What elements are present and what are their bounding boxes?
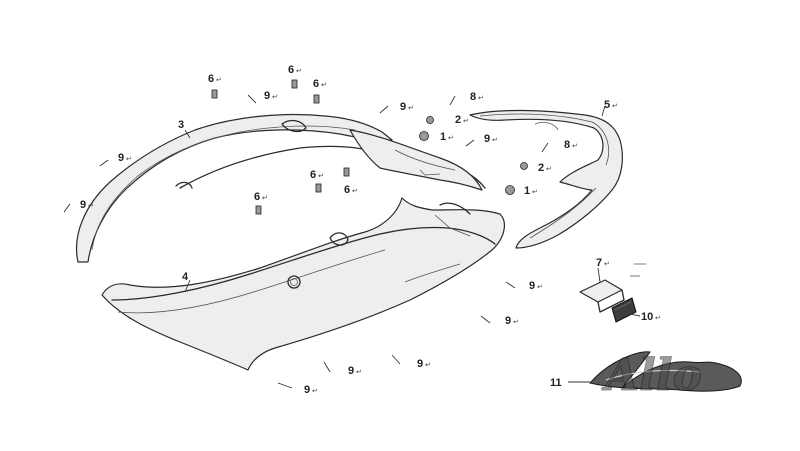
return-mark: ↵ <box>356 368 362 376</box>
callout-labels: 6 ↵ 9 ↵ 6 ↵ 6 ↵ 9 ↵ 8 ↵ 5 ↵ 3 2 ↵ 1 ↵ 9 … <box>80 64 661 396</box>
callout-6: 6 <box>254 191 260 203</box>
return-mark: ↵ <box>296 67 302 75</box>
return-mark: ↵ <box>546 165 552 173</box>
return-mark: ↵ <box>655 314 661 322</box>
callout-3: 3 <box>178 119 184 131</box>
return-mark: ↵ <box>318 172 324 180</box>
callout-7: 7 <box>596 257 602 269</box>
leader-lines <box>184 105 641 383</box>
return-mark: ↵ <box>513 318 519 326</box>
part-rail-front-section <box>179 129 486 191</box>
callout-6: 6 <box>344 184 350 196</box>
return-mark: ↵ <box>532 188 538 196</box>
fastener-screws <box>63 94 549 389</box>
return-mark: ↵ <box>463 117 469 125</box>
return-mark: ↵ <box>272 93 278 101</box>
return-mark: ↵ <box>425 361 431 369</box>
callout-1: 1 <box>440 131 446 143</box>
return-mark: ↵ <box>88 202 94 210</box>
part-rear-tail-panel <box>469 109 623 249</box>
callout-9: 9 <box>264 90 270 102</box>
callout-9: 9 <box>484 133 490 145</box>
callout-11: 11 <box>550 377 562 389</box>
callout-9: 9 <box>529 280 535 292</box>
return-mark: ↵ <box>612 102 618 110</box>
return-mark: ↵ <box>492 136 498 144</box>
callout-9: 9 <box>304 384 310 396</box>
part-emblem: Allo <box>589 350 742 401</box>
part-reflector <box>611 297 637 323</box>
callout-9: 9 <box>417 358 423 370</box>
callout-9: 9 <box>348 365 354 377</box>
callout-8: 8 <box>564 139 570 151</box>
callout-9: 9 <box>118 152 124 164</box>
part-reflector-bracket <box>579 263 646 313</box>
return-mark: ↵ <box>216 76 222 84</box>
callout-6: 6 <box>208 73 214 85</box>
return-mark: ↵ <box>537 283 543 291</box>
emblem-text: Allo <box>601 350 702 401</box>
callout-8: 8 <box>470 91 476 103</box>
callout-4: 4 <box>182 271 189 283</box>
part-side-rail-upper <box>76 113 393 263</box>
fastener-clips <box>211 79 350 215</box>
return-mark: ↵ <box>321 81 327 89</box>
callout-1: 1 <box>524 185 530 197</box>
return-mark: ↵ <box>352 187 358 195</box>
callout-9: 9 <box>400 101 406 113</box>
part-side-cover-lower <box>101 197 506 371</box>
callout-6: 6 <box>288 64 294 76</box>
callout-6: 6 <box>310 169 316 181</box>
return-mark: ↵ <box>604 260 610 268</box>
callout-9: 9 <box>505 315 511 327</box>
return-mark: ↵ <box>572 142 578 150</box>
return-mark: ↵ <box>448 134 454 142</box>
return-mark: ↵ <box>262 194 268 202</box>
callout-5: 5 <box>604 99 610 111</box>
callout-2: 2 <box>455 114 461 126</box>
callout-9: 9 <box>80 199 86 211</box>
return-mark: ↵ <box>126 155 132 163</box>
callout-2: 2 <box>538 162 544 174</box>
return-mark: ↵ <box>408 104 414 112</box>
fastener-nuts <box>419 116 528 195</box>
return-mark: ↵ <box>478 94 484 102</box>
callout-10: 10 <box>641 311 653 323</box>
return-mark: ↵ <box>312 387 318 395</box>
callout-6: 6 <box>313 78 319 90</box>
